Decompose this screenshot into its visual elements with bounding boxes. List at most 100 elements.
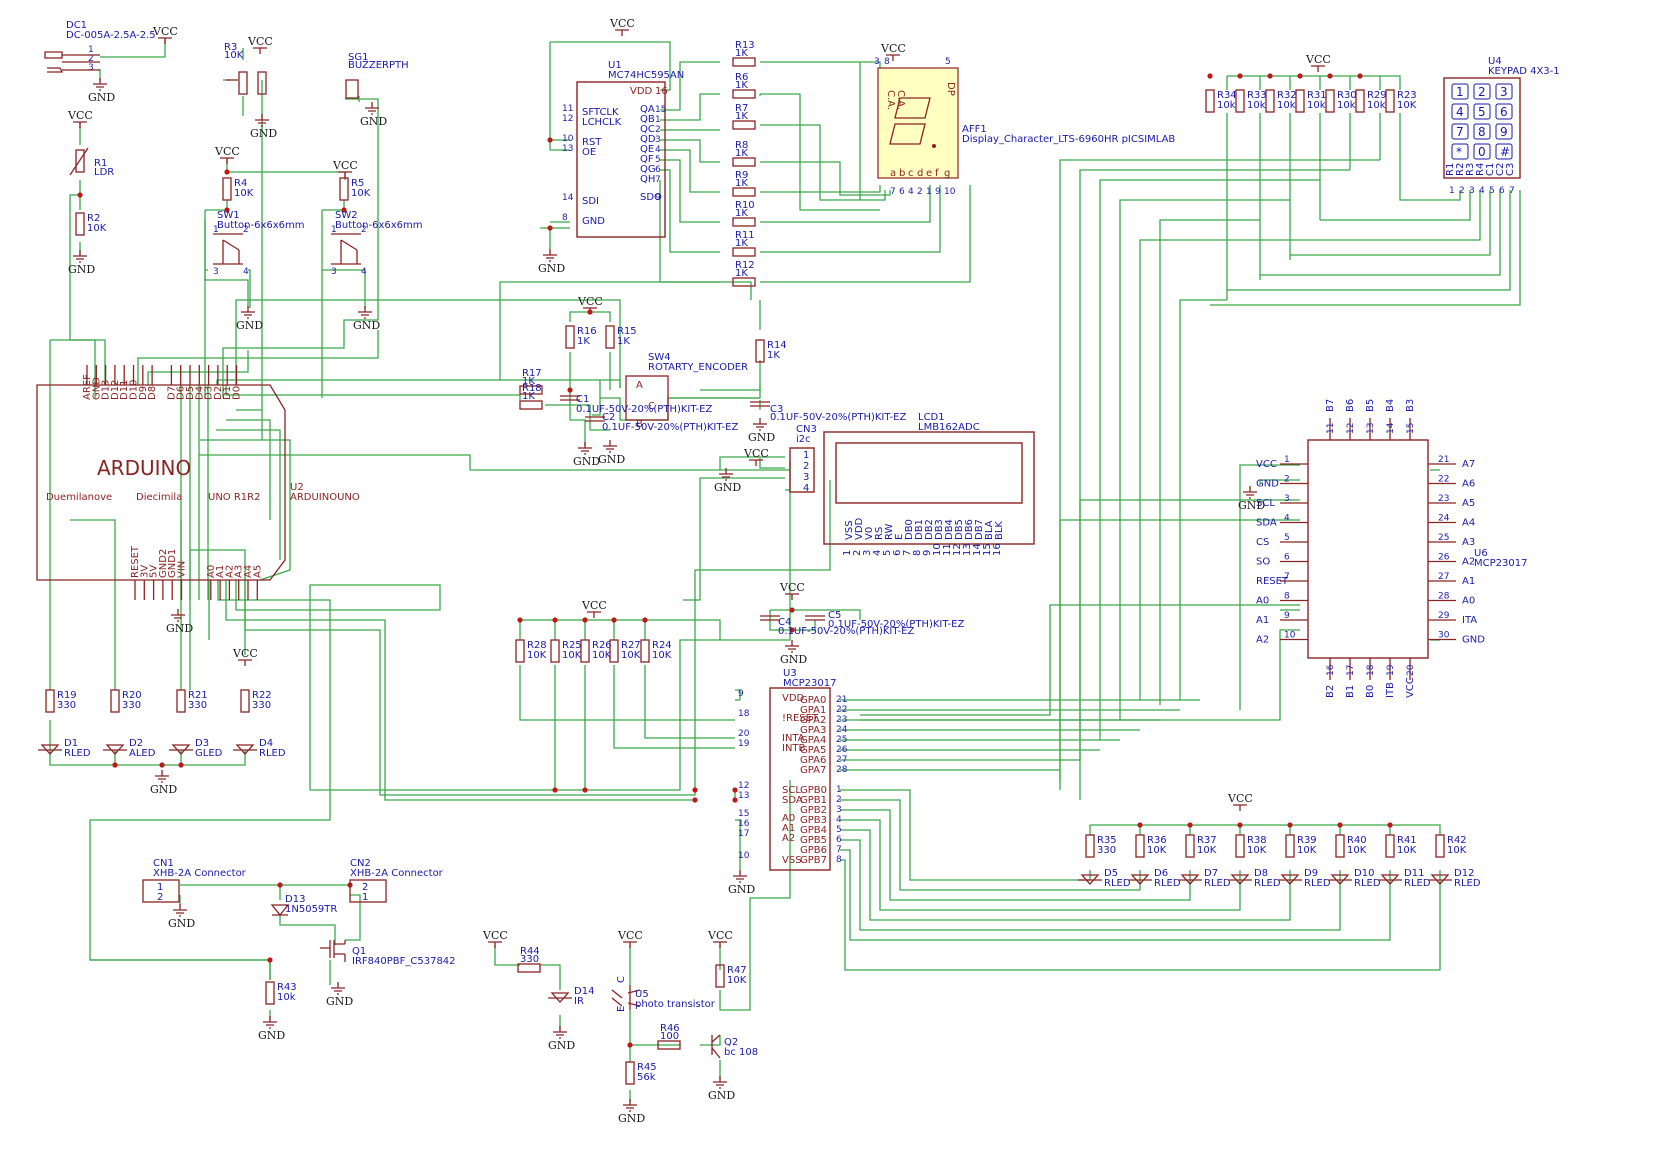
u6-right-name: A7 — [1462, 459, 1475, 470]
keypad-key-label: 8 — [1478, 125, 1486, 139]
row-res-5-ref: R29 — [1367, 90, 1387, 101]
row-res-0-value: 10k — [1217, 100, 1236, 111]
arduino-ground-icon — [171, 609, 185, 622]
q2-ground-icon — [713, 1076, 727, 1089]
lcd-pin-num: 13 — [962, 543, 973, 556]
u6-right-name: A6 — [1462, 479, 1475, 490]
left-led-res-0-ref: R19 — [57, 690, 77, 701]
q1-ground-icon — [331, 982, 345, 995]
aff1-top-pin: 8 — [884, 57, 890, 67]
d13-diode-icon — [270, 904, 290, 917]
u3-right-num: 28 — [836, 765, 848, 775]
row-res-3-ref: R31 — [1307, 90, 1327, 101]
right-led-res-5-body — [1335, 834, 1345, 858]
cn3-pin: 3 — [803, 472, 809, 483]
u3-left-name: VDD — [782, 693, 805, 704]
q2-ref: Q2 — [724, 1037, 738, 1048]
junction-dot — [587, 309, 593, 315]
dc1-pin: 2 — [88, 54, 94, 64]
seg-res-3-value: 1K — [735, 148, 748, 159]
u6-top-num: 14 — [1386, 422, 1396, 434]
lcd-pin-num: 9 — [922, 550, 933, 556]
r45-ref: R45 — [637, 1062, 657, 1073]
r16-value: 1K — [577, 336, 590, 347]
seg-res-2-body — [732, 120, 756, 130]
pull-res-4-body — [640, 639, 650, 663]
right-led-res-2-ref: R37 — [1197, 835, 1217, 846]
u1-right-pin-num: 2 — [655, 125, 661, 135]
keypad-pin-num: 6 — [1499, 186, 1505, 196]
u3-right-name: GPB6 — [800, 845, 827, 856]
u1-right-pin-name: QD — [640, 134, 656, 145]
r14-ref: R14 — [767, 340, 787, 351]
lcd1-ref: LCD1 — [918, 412, 945, 423]
u6-top-name: B3 — [1405, 399, 1416, 412]
phototransistor-icon — [611, 985, 641, 1010]
u6-top-num: 15 — [1406, 423, 1416, 434]
left-led-0-ref: D1 — [64, 738, 78, 749]
sw2-pin: 3 — [331, 267, 337, 277]
r47-body — [715, 964, 725, 988]
arduino-variant-2: Diecimila — [136, 492, 182, 503]
seg-res-1-value: 1K — [735, 80, 748, 91]
u6-right-num: 21 — [1438, 455, 1449, 465]
sw1-ground-icon — [241, 306, 255, 319]
cn1-value: XHB-2A Connector — [153, 868, 247, 879]
right-led-2-ref: D7 — [1204, 868, 1218, 879]
sw2-value: Button-6x6x6mm — [335, 220, 423, 231]
u4-ref: U4 — [1488, 56, 1502, 67]
arduino-bottom-pin: GND1 — [167, 549, 178, 578]
arduino-variant-3: UNO R1R2 — [208, 492, 260, 503]
dc-jack-icon — [44, 51, 64, 73]
seg-res-6-body — [732, 247, 756, 257]
arduino-bottom-pin: A2 — [224, 565, 235, 578]
u1-right-pin-num: 7 — [655, 175, 661, 185]
cn2-pin: 2 — [362, 882, 368, 893]
keypad-vcc-label: VCC — [1305, 53, 1331, 66]
ldr-vcc-icon — [73, 121, 87, 128]
junction-dot — [692, 797, 698, 803]
c3-ref: C3 — [770, 404, 783, 415]
u6-left-name: GND — [1256, 479, 1279, 490]
sw2-pin: 2 — [361, 225, 367, 235]
arduino-top-pin: D0 — [232, 386, 243, 400]
aff1-top-pin: 5 — [945, 57, 951, 67]
keypad-key-label: 3 — [1500, 85, 1508, 99]
junction-dot — [1187, 822, 1193, 828]
u6-bottom-num: 17 — [1346, 665, 1356, 676]
pullups-vcc-label: VCC — [581, 599, 607, 612]
c2-gnd-label: GND — [573, 455, 600, 468]
junction-dot — [178, 762, 184, 768]
d13-value: 1N5059TR — [285, 904, 337, 915]
seg-res-7-value: 1K — [735, 268, 748, 279]
arduino-bottom-pin: A4 — [243, 565, 254, 578]
u6-left-name: A0 — [1256, 596, 1269, 607]
r46-body — [657, 1040, 681, 1050]
c1-gnd-label: GND — [598, 453, 625, 466]
u6-right-name: A2 — [1462, 557, 1475, 568]
junction-dot — [224, 169, 230, 175]
u3-right-name: GPB3 — [800, 815, 827, 826]
aff1-bottom-pin: 6 — [899, 187, 905, 197]
u6-bottom-num: 20 — [1406, 664, 1416, 676]
arduino-bottom-pin: RESET — [130, 545, 141, 578]
right-led-res-2-body — [1185, 834, 1195, 858]
junction-dot — [552, 617, 558, 623]
u6-bottom-num: 19 — [1386, 664, 1396, 676]
lcd-pin-num: 10 — [932, 543, 943, 556]
arduino-bottom-pin: 3V — [139, 565, 150, 578]
junction-dot — [547, 137, 553, 143]
keypad-key-label: 1 — [1456, 85, 1464, 99]
junction-dot — [1387, 822, 1393, 828]
junction-dot — [159, 762, 165, 768]
u3-left-num: 20 — [738, 729, 750, 739]
r44-value: 330 — [520, 954, 539, 965]
c1-ground-icon — [603, 440, 617, 453]
pull-res-4-value: 10K — [652, 650, 672, 661]
sw1-gnd-label: GND — [236, 319, 263, 332]
r17-value: 1K — [522, 376, 535, 387]
aff1-top-1: C.A. — [895, 90, 906, 110]
q2-gnd-label: GND — [708, 1089, 735, 1102]
right-led-res-3-body — [1235, 834, 1245, 858]
